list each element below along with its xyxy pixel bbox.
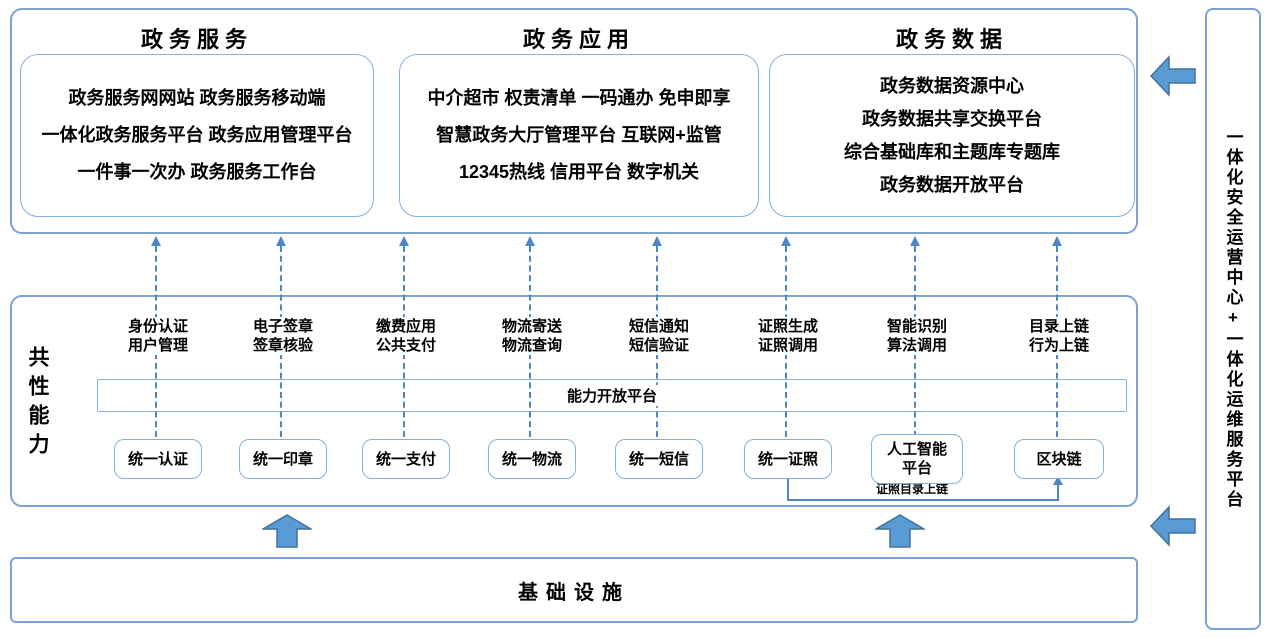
- up-arrowhead-icon: [1053, 476, 1063, 485]
- section-title-gov-service: 政务服务: [140, 27, 253, 52]
- capability-open-platform-label: 能力开放平台: [560, 385, 663, 406]
- gov-service-line: 一体化政务服务平台 政务应用管理平台: [41, 125, 353, 145]
- up-dashed-arrowhead-icon: [1052, 236, 1062, 246]
- infrastructure-box: 基础设施: [10, 557, 1138, 623]
- up-dashed-arrowhead-icon: [652, 236, 662, 246]
- capability-box-unified-payment: 统一支付: [362, 439, 450, 479]
- capability-box-ai-platform: 人工智能 平台: [871, 434, 963, 484]
- top-section-box: 政务服务 政务应用 政务数据 政务服务网网站 政务服务移动端 一体化政务服务平台…: [10, 8, 1138, 234]
- capability-label-signature: 电子签章 签章核验: [233, 317, 333, 355]
- capability-label-sms: 短信通知 短信验证: [609, 317, 709, 355]
- gov-application-line: 中介超市 权责清单 一码通办 免申即享: [427, 88, 731, 108]
- up-dashed-arrowhead-icon: [781, 236, 791, 246]
- capability-box-unified-auth: 统一认证: [114, 439, 202, 479]
- capability-box-blockchain: 区块链: [1014, 439, 1104, 479]
- capability-box-unified-logistics: 统一物流: [488, 439, 576, 479]
- capability-label-license: 证照生成 证照调用: [738, 317, 838, 355]
- infrastructure-label: 基础设施: [518, 581, 630, 604]
- capability-box-unified-sms: 统一短信: [615, 439, 703, 479]
- capability-label-identity: 身份认证 用户管理: [108, 317, 208, 355]
- capability-box-unified-license: 统一证照: [744, 439, 832, 479]
- connector-line: [1057, 483, 1059, 500]
- gov-application-line: 12345热线 信用平台 数字机关: [458, 162, 700, 182]
- up-block-arrow-icon: [875, 514, 925, 548]
- capability-label-payment: 缴费应用 公共支付: [356, 317, 456, 355]
- up-dashed-arrowhead-icon: [399, 236, 409, 246]
- gov-data-line: 政务数据资源中心: [880, 75, 1024, 96]
- capability-open-platform-band: 能力开放平台: [97, 379, 1127, 412]
- up-dashed-arrowhead-icon: [151, 236, 161, 246]
- gov-application-items-box: 中介超市 权责清单 一码通办 免申即享 智慧政务大厅管理平台 互联网+监管 12…: [399, 54, 759, 217]
- up-dashed-arrowhead-icon: [910, 236, 920, 246]
- gov-data-items-box: 政务数据资源中心 政务数据共享交换平台 综合基础库和主题库专题库 政务数据开放平…: [769, 54, 1135, 217]
- section-title-gov-data: 政务数据: [895, 27, 1008, 52]
- gov-data-line: 综合基础库和主题库专题库: [844, 141, 1060, 162]
- gov-application-line: 智慧政务大厅管理平台 互联网+监管: [436, 125, 722, 145]
- gov-service-items-box: 政务服务网网站 政务服务移动端 一体化政务服务平台 政务应用管理平台 一件事一次…: [20, 54, 374, 217]
- common-capability-box: 共性能力 能力开放平台 身份认证 用户管理 电子签章 签章核验 缴费应用 公共支…: [10, 295, 1138, 507]
- left-block-arrow-icon: [1150, 505, 1196, 547]
- section-title-gov-application: 政务应用: [522, 27, 635, 52]
- gov-service-line: 一件事一次办 政务服务工作台: [77, 162, 317, 182]
- gov-service-line: 政务服务网网站 政务服务移动端: [68, 88, 326, 108]
- capability-label-ai: 智能识别 算法调用: [867, 317, 967, 355]
- connector-label: 证照目录上链: [857, 480, 967, 497]
- capability-label-blockchain: 目录上链 行为上链: [1009, 317, 1109, 355]
- capability-label-logistics: 物流寄送 物流查询: [482, 317, 582, 355]
- integrated-ops-panel: 一体化安全运营中心+一体化运维服务平台: [1205, 8, 1261, 630]
- up-dashed-arrowhead-icon: [276, 236, 286, 246]
- gov-data-line: 政务数据共享交换平台: [862, 108, 1042, 129]
- common-capability-side-label: 共性能力: [26, 346, 49, 462]
- gov-data-line: 政务数据开放平台: [880, 174, 1024, 195]
- integrated-ops-label: 一体化安全运营中心+一体化运维服务平台: [1223, 128, 1243, 510]
- up-block-arrow-icon: [262, 514, 312, 548]
- capability-box-unified-seal: 统一印章: [239, 439, 327, 479]
- up-dashed-arrowhead-icon: [525, 236, 535, 246]
- connector-line: [788, 499, 1059, 501]
- connector-line: [787, 478, 789, 501]
- left-block-arrow-icon: [1150, 55, 1196, 97]
